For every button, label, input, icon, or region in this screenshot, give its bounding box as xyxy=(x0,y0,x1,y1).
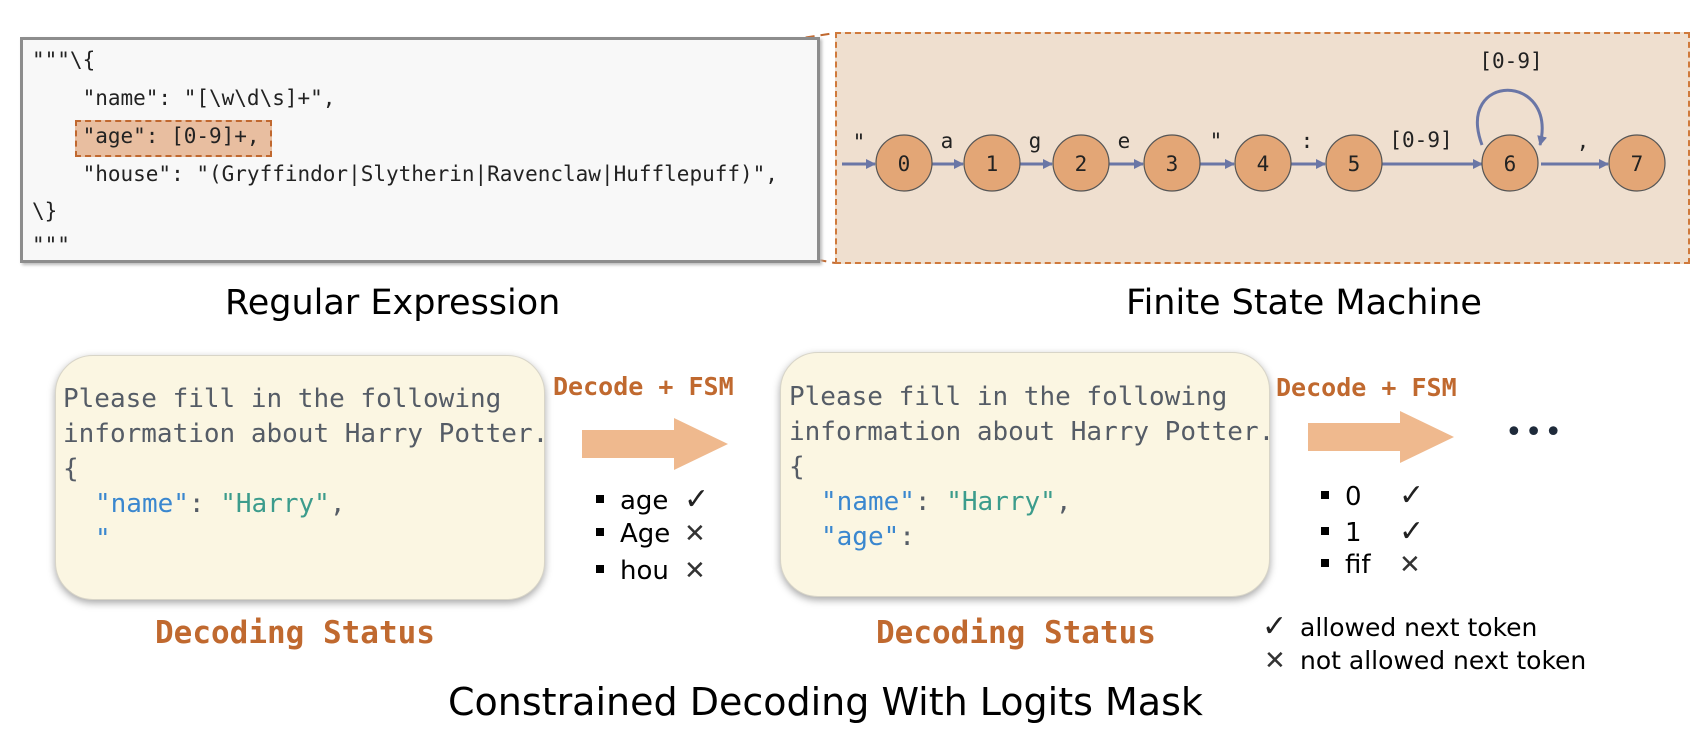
legend-text: not allowed next token xyxy=(1300,646,1587,675)
token-candidate: hou ✕ xyxy=(596,556,706,586)
fsm-edge-label: " xyxy=(1210,129,1223,153)
json-sep: : xyxy=(188,489,221,519)
fsm-state-0 xyxy=(875,134,933,192)
token-candidate: Age ✕ xyxy=(596,519,706,549)
legend-not-allowed: ✕ not allowed next token xyxy=(1264,646,1586,676)
cross-icon: ✕ xyxy=(684,556,706,586)
regex-line: \} xyxy=(32,199,58,223)
fsm-edge-label: g xyxy=(1029,129,1042,153)
fsm-loop-6 xyxy=(1475,88,1547,146)
legend-allowed: ✓ allowed next token xyxy=(1262,609,1537,644)
legend-text: allowed next token xyxy=(1300,613,1538,642)
regex-line: "house": "(Gryffindor|Slytherin|Ravencla… xyxy=(32,162,778,186)
prompt-line: information about Harry Potter. xyxy=(63,419,549,449)
fsm-state-6 xyxy=(1481,134,1539,192)
fsm-edge-label: e xyxy=(1118,129,1131,153)
check-icon: ✓ xyxy=(1262,609,1288,644)
cross-icon: ✕ xyxy=(1264,646,1286,676)
check-icon: ✓ xyxy=(1399,514,1425,549)
fsm-state-label: 7 xyxy=(1631,152,1644,176)
age-highlight xyxy=(75,120,272,157)
regex-caption: Regular Expression xyxy=(225,283,561,323)
decoding-status-box-1 xyxy=(55,355,545,600)
decoding-status-label-2: Decoding Status xyxy=(876,615,1156,651)
regex-line: """\{ xyxy=(32,48,96,72)
ellipsis: ••• xyxy=(1505,415,1565,450)
fsm-state-label: 3 xyxy=(1166,152,1179,176)
json-key: "age" xyxy=(821,522,900,552)
json-comma: , xyxy=(1055,487,1072,517)
fsm-states xyxy=(875,134,1666,192)
token-text: 1 xyxy=(1345,518,1362,548)
decoding-status-box-2 xyxy=(780,352,1270,597)
json-key: "name" xyxy=(95,489,189,519)
fsm-edge-label: : xyxy=(1301,129,1314,153)
decode-fsm-label-1: Decode + FSM xyxy=(553,372,734,401)
token-text: fif xyxy=(1345,550,1371,580)
token-candidate: age ✓ xyxy=(596,482,709,517)
json-value: "Harry" xyxy=(220,489,330,519)
main-caption: Constrained Decoding With Logits Mask xyxy=(448,680,1203,724)
token-text: 0 xyxy=(1345,482,1362,512)
json-name-line: "name": "Harry", xyxy=(821,487,1071,517)
prompt-line: information about Harry Potter. xyxy=(789,417,1275,447)
json-age-line: "age": xyxy=(821,522,915,552)
token-text: Age xyxy=(620,519,671,549)
regex-line: "name": "[\w\d\s]+", xyxy=(32,86,336,110)
token-text: age xyxy=(620,486,669,516)
fsm-edge-label: [0-9] xyxy=(1389,128,1452,152)
fsm-state-label: 4 xyxy=(1257,152,1270,176)
decode-fsm-label-2: Decode + FSM xyxy=(1276,373,1457,402)
json-name-line: "name": "Harry", xyxy=(95,489,345,519)
json-sep: : xyxy=(899,522,915,552)
fsm-state-3 xyxy=(1143,134,1201,192)
fsm-state-7 xyxy=(1608,134,1666,192)
fsm-state-5 xyxy=(1325,134,1383,192)
fsm-edge-label: , xyxy=(1577,129,1590,153)
prompt-line: Please fill in the following xyxy=(63,384,502,414)
fsm-start-label: " xyxy=(853,130,866,154)
partial-token: " xyxy=(95,524,111,554)
token-candidate: fif ✕ xyxy=(1321,550,1421,580)
token-candidate: 0✓ xyxy=(1321,478,1424,513)
fsm-state-label: 0 xyxy=(898,152,911,176)
prompt-line: Please fill in the following xyxy=(789,382,1228,412)
token-text: hou xyxy=(620,556,669,586)
decode-arrow-1 xyxy=(582,418,728,470)
regex-line: """ xyxy=(32,233,70,257)
cross-icon: ✕ xyxy=(684,519,706,549)
fsm-caption: Finite State Machine xyxy=(1126,283,1482,323)
fsm-edge-label: a xyxy=(941,129,954,153)
prompt-line: { xyxy=(789,452,805,482)
json-value: "Harry" xyxy=(946,487,1056,517)
token-candidate: 1✓ xyxy=(1321,514,1424,549)
fsm-diagram: 0 1 2 3 4 5 6 7 " a g e " : [0-9] , [0-9… xyxy=(842,49,1666,192)
fsm-state-label: 6 xyxy=(1504,152,1517,176)
fsm-state-2 xyxy=(1052,134,1110,192)
fsm-state-label: 2 xyxy=(1075,152,1088,176)
check-icon: ✓ xyxy=(1399,478,1425,513)
json-key: "name" xyxy=(821,487,915,517)
fsm-loop-label: [0-9] xyxy=(1479,49,1542,73)
fsm-state-label: 5 xyxy=(1348,152,1361,176)
fsm-state-label: 1 xyxy=(986,152,999,176)
check-icon: ✓ xyxy=(684,482,710,517)
decoding-status-label-1: Decoding Status xyxy=(155,615,435,651)
prompt-line: { xyxy=(63,454,79,484)
json-sep: : xyxy=(914,487,947,517)
fsm-state-4 xyxy=(1234,134,1292,192)
json-comma: , xyxy=(329,489,346,519)
regex-line: "age": [0-9]+, xyxy=(32,124,260,148)
cross-icon: ✕ xyxy=(1399,550,1421,580)
decode-arrow-2 xyxy=(1308,411,1454,463)
fsm-state-1 xyxy=(963,134,1021,192)
